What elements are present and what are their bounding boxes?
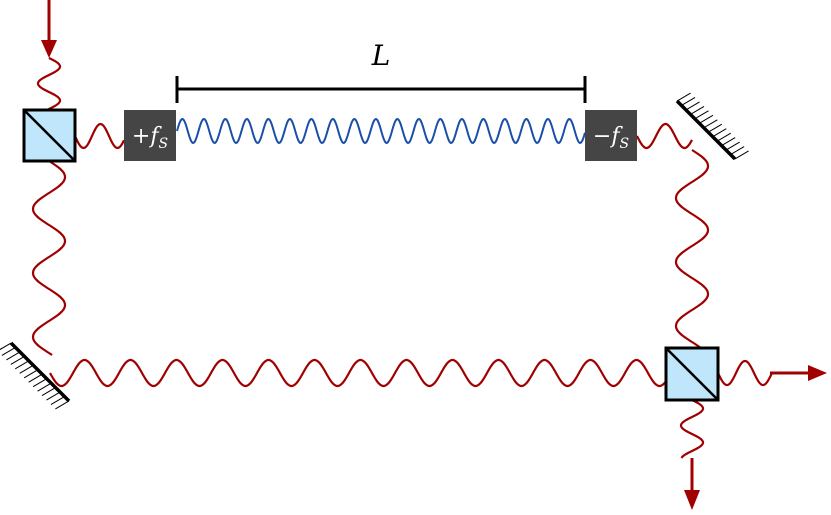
mirror-hatch [1, 347, 16, 356]
mirror-surface [675, 99, 737, 161]
mirror-hatch [734, 150, 749, 160]
input-wave [36, 57, 62, 111]
mirror-hatch [32, 378, 47, 388]
mirror-hatch [37, 382, 52, 392]
mirror-hatch [707, 123, 723, 133]
mirror-hatch [46, 391, 61, 401]
mirror-hatch [721, 137, 736, 147]
mirror-hatch [716, 132, 732, 142]
mirror-hatch [681, 97, 696, 106]
mirror-bottom-left [0, 341, 71, 410]
mirror-top-right [675, 92, 749, 161]
mirror-hatch [23, 369, 39, 379]
mirror-hatch [685, 101, 700, 111]
mirror-hatch [703, 119, 718, 129]
right-arm-wave [674, 149, 710, 349]
beamsplitter-output [664, 346, 720, 402]
mirror-hatch [19, 364, 34, 374]
bs-to-modulator-wave [73, 123, 125, 149]
mirror-hatch [725, 141, 740, 151]
left-arm-wave [31, 160, 67, 356]
mirror-hatch [55, 400, 70, 410]
input-arrow [41, 0, 57, 58]
mirror-hatch [28, 373, 43, 383]
mirror-hatch [690, 105, 705, 115]
modulator-left-subscript: S [159, 136, 169, 152]
mirror-surface [9, 341, 71, 403]
mirror-hatch [6, 351, 21, 361]
beamsplitter-input [22, 108, 77, 163]
mirror-hatch [676, 92, 691, 102]
mirror-hatch [699, 114, 714, 124]
modulator-to-mirror-wave [636, 122, 693, 150]
mirror-hatch [10, 355, 25, 365]
output-arrow-right [770, 365, 827, 381]
bottom-arm-wave [49, 358, 667, 388]
sideband-wave [176, 117, 586, 145]
mirror-hatch [0, 342, 12, 351]
modulator-left: +fS [124, 110, 176, 161]
length-label: L [371, 39, 391, 72]
modulator-left-sign: + [132, 124, 150, 149]
output-bottom-wave [679, 399, 705, 459]
length-marker: L [175, 39, 587, 103]
mirror-hatch [694, 110, 709, 120]
output-right-wave [717, 359, 773, 387]
modulator-right-subscript: S [620, 136, 630, 152]
mirror-hatch [50, 396, 65, 405]
mirror-hatch [712, 128, 727, 138]
output-arrow-bottom [684, 458, 700, 510]
mirror-hatch [41, 387, 56, 397]
mirror-hatch [730, 146, 745, 155]
mirror-hatch [14, 360, 30, 370]
modulator-right: −fS [585, 110, 637, 161]
modulator-right-sign: − [593, 124, 611, 149]
